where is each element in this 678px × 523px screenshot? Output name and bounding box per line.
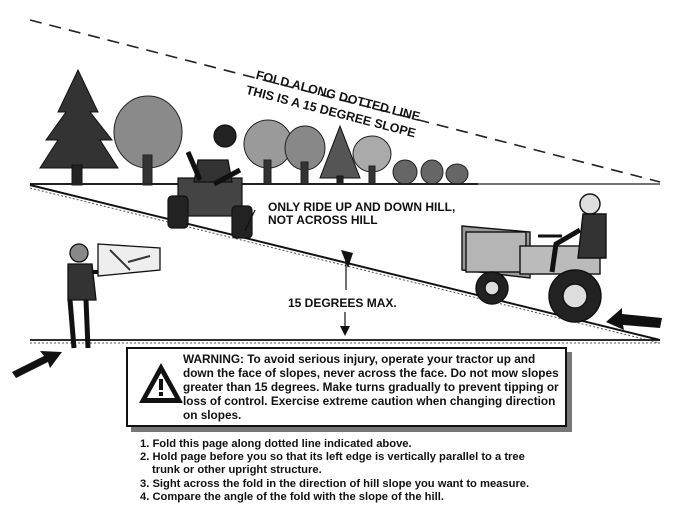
dotted-fold-line: [29, 19, 661, 183]
arrow-icon: [340, 326, 350, 336]
step-item: 2. Hold page before you so that its left…: [140, 451, 525, 464]
arrow-icon: [12, 351, 62, 378]
hill-slope: [29, 184, 661, 341]
person-icon: [67, 243, 161, 349]
ride-instruction-line-2: NOT ACROSS HILL: [268, 213, 378, 227]
tractor-icon: [167, 124, 253, 239]
instruction-steps: 1. Fold this page along dotted line indi…: [140, 438, 529, 504]
tree-icon: [39, 68, 119, 186]
step-item: 3. Sight across the fold in the directio…: [140, 477, 530, 490]
step-item: 1. Fold this page along dotted line indi…: [140, 438, 412, 450]
arrow-icon: [341, 250, 353, 268]
tractor-icon: [461, 193, 607, 323]
max-angle-label: 15 DEGREES MAX.: [288, 296, 397, 310]
step-item: 4. Compare the angle of the fold with th…: [140, 490, 444, 503]
warning-text: WARNING: To avoid serious injury, operat…: [183, 352, 559, 422]
tree-icon: [392, 159, 469, 185]
tree-icon: [113, 95, 183, 186]
warning-triangle-icon: [139, 363, 183, 403]
tree-icon: [319, 124, 361, 185]
arrow-icon: [606, 308, 662, 330]
tree-icon: [284, 125, 326, 185]
warning-box: WARNING: To avoid serious injury, operat…: [126, 347, 567, 427]
ride-instruction-line-1: ONLY RIDE UP AND DOWN HILL,: [268, 200, 456, 214]
step-item: trunk or other upright structure.: [152, 464, 322, 477]
tree-icon: [352, 135, 392, 185]
